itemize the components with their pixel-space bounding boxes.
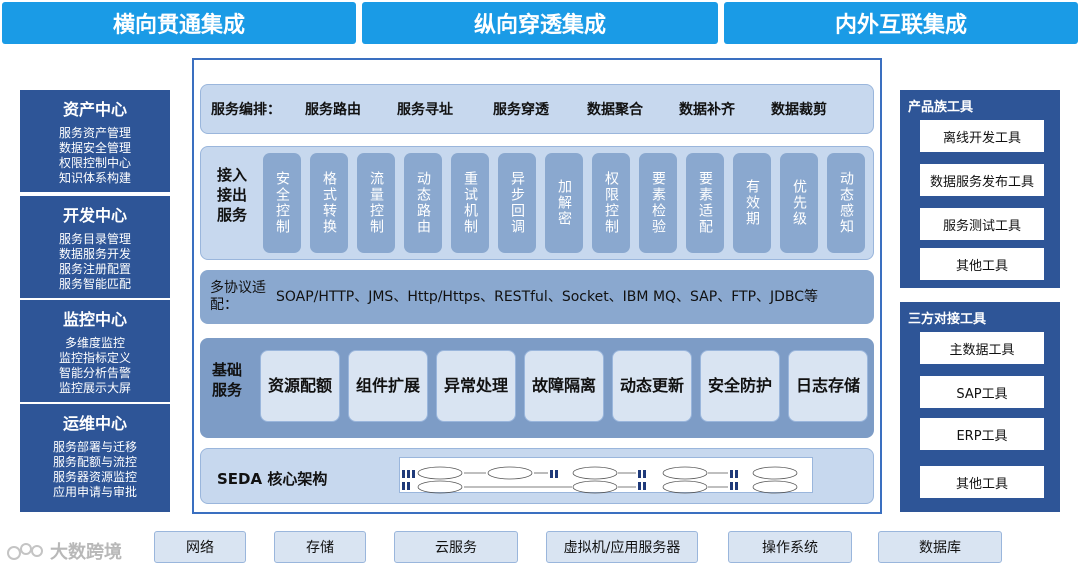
list-item: 服务器资源监控	[52, 470, 137, 484]
access-cell: 要素检验	[639, 153, 677, 253]
product-tools-panel: 产品族工具 离线开发工具 数据服务发布工具 服务测试工具 其他工具	[900, 90, 1060, 288]
ops-center: 运维中心 服务部署与迁移 服务配额与流控 服务器资源监控 应用申请与审批	[20, 404, 170, 512]
protocol-layer: 多协议适配： SOAP/HTTP、JMS、Http/Https、RESTful、…	[200, 270, 874, 324]
list-item: 监控展示大屏	[58, 381, 131, 395]
tool-item: SAP工具	[920, 376, 1044, 408]
seda-layer: SEDA 核心架构	[200, 448, 874, 504]
tool-item: 其他工具	[920, 248, 1044, 280]
banner-vertical: 纵向穿透集成	[362, 2, 718, 44]
access-cell: 动态路由	[404, 153, 442, 253]
access-cells: 安全控制 格式转换 流量控制 动态路由 重试机制 异步回调 加解密 权限控制 要…	[263, 153, 873, 253]
access-layer: 接入接出服务 安全控制 格式转换 流量控制 动态路由 重试机制 异步回调 加解密…	[200, 146, 874, 260]
list-item: 权限控制中心	[58, 156, 131, 170]
access-cell: 安全控制	[263, 153, 301, 253]
infra-item: 操作系统	[728, 531, 852, 563]
list-item: 服务智能匹配	[58, 277, 131, 291]
third-party-tools-panel: 三方对接工具 主数据工具 SAP工具 ERP工具 其他工具	[900, 302, 1060, 512]
list-item: 服务目录管理	[58, 232, 131, 246]
asset-center: 资产中心 服务资产管理 数据安全管理 权限控制中心 知识体系构建	[20, 90, 170, 192]
orchestration-item: 服务寻址	[397, 102, 453, 118]
tool-item: 离线开发工具	[920, 120, 1044, 152]
tool-item: 主数据工具	[920, 332, 1044, 364]
list-item: 数据服务开发	[58, 247, 131, 261]
third-party-tools-title: 三方对接工具	[908, 312, 987, 327]
base-cell: 资源配额	[260, 350, 340, 422]
access-cell: 优先级	[780, 153, 818, 253]
base-cell: 日志存储	[788, 350, 868, 422]
access-cell: 有效期	[733, 153, 771, 253]
monitor-center: 监控中心 多维度监控 监控指标定义 智能分析告警 监控展示大屏	[20, 300, 170, 402]
access-cell: 要素适配	[686, 153, 724, 253]
watermark-logo-icon	[7, 543, 43, 560]
infra-item: 云服务	[394, 531, 518, 563]
tool-item: 其他工具	[920, 466, 1044, 498]
access-cell: 权限控制	[592, 153, 630, 253]
watermark-text: 大数跨境	[50, 542, 122, 563]
base-cell: 安全防护	[700, 350, 780, 422]
base-cell: 组件扩展	[348, 350, 428, 422]
access-cell: 加解密	[545, 153, 583, 253]
dev-center-title: 开发中心	[62, 206, 127, 225]
infra-item: 网络	[154, 531, 246, 563]
list-item: 应用申请与审批	[52, 485, 137, 499]
access-cell: 格式转换	[310, 153, 348, 253]
list-item: 知识体系构建	[58, 171, 131, 185]
orchestration-item: 服务路由	[305, 102, 361, 118]
orchestration-item: 服务穿透	[493, 102, 549, 118]
orchestration-layer: 服务编排： 服务路由 服务寻址 服务穿透 数据聚合 数据补齐 数据裁剪	[200, 84, 874, 134]
list-item: 服务部署与迁移	[52, 440, 137, 454]
access-cell: 动态感知	[827, 153, 865, 253]
product-tools-title: 产品族工具	[908, 100, 974, 115]
tool-item: 数据服务发布工具	[920, 164, 1044, 196]
list-item: 智能分析告警	[58, 366, 131, 380]
orchestration-label: 服务编排：	[211, 102, 281, 118]
seda-pipeline-icon	[402, 466, 798, 494]
base-cell: 动态更新	[612, 350, 692, 422]
base-layer: 基础服务 资源配额 组件扩展 异常处理 故障隔离 动态更新 安全防护 日志存储	[200, 338, 874, 438]
tool-item: 服务测试工具	[920, 208, 1044, 240]
protocol-label: 多协议适配：	[210, 280, 266, 313]
monitor-center-title: 监控中心	[62, 310, 127, 329]
asset-center-title: 资产中心	[62, 100, 127, 119]
protocol-text: SOAP/HTTP、JMS、Http/Https、RESTful、Socket、…	[276, 289, 819, 305]
banner-horizontal: 横向贯通集成	[2, 2, 356, 44]
infra-item: 虚拟机/应用服务器	[546, 531, 698, 563]
orchestration-item: 数据补齐	[679, 102, 735, 118]
base-cell: 故障隔离	[524, 350, 604, 422]
list-item: 数据安全管理	[58, 141, 131, 155]
list-item: 服务配额与流控	[52, 455, 137, 469]
list-item: 多维度监控	[64, 336, 125, 350]
watermark: 大数跨境	[6, 538, 122, 564]
dev-center: 开发中心 服务目录管理 数据服务开发 服务注册配置 服务智能匹配	[20, 196, 170, 298]
access-cell: 流量控制	[357, 153, 395, 253]
list-item: 服务注册配置	[58, 262, 131, 276]
banner-inner-outer: 内外互联集成	[724, 2, 1078, 44]
access-label: 接入接出服务	[217, 166, 248, 224]
seda-label: SEDA 核心架构	[217, 470, 328, 488]
infra-item: 数据库	[878, 531, 1002, 563]
tool-item: ERP工具	[920, 418, 1044, 450]
access-cell: 异步回调	[498, 153, 536, 253]
infra-item: 存储	[274, 531, 366, 563]
orchestration-item: 数据裁剪	[771, 102, 827, 118]
access-cell: 重试机制	[451, 153, 489, 253]
base-label: 基础服务	[212, 361, 243, 399]
list-item: 服务资产管理	[58, 126, 131, 140]
base-cell: 异常处理	[436, 350, 516, 422]
list-item: 监控指标定义	[58, 351, 131, 365]
orchestration-item: 数据聚合	[587, 102, 643, 118]
seda-diagram	[399, 457, 813, 494]
ops-center-title: 运维中心	[62, 414, 127, 433]
